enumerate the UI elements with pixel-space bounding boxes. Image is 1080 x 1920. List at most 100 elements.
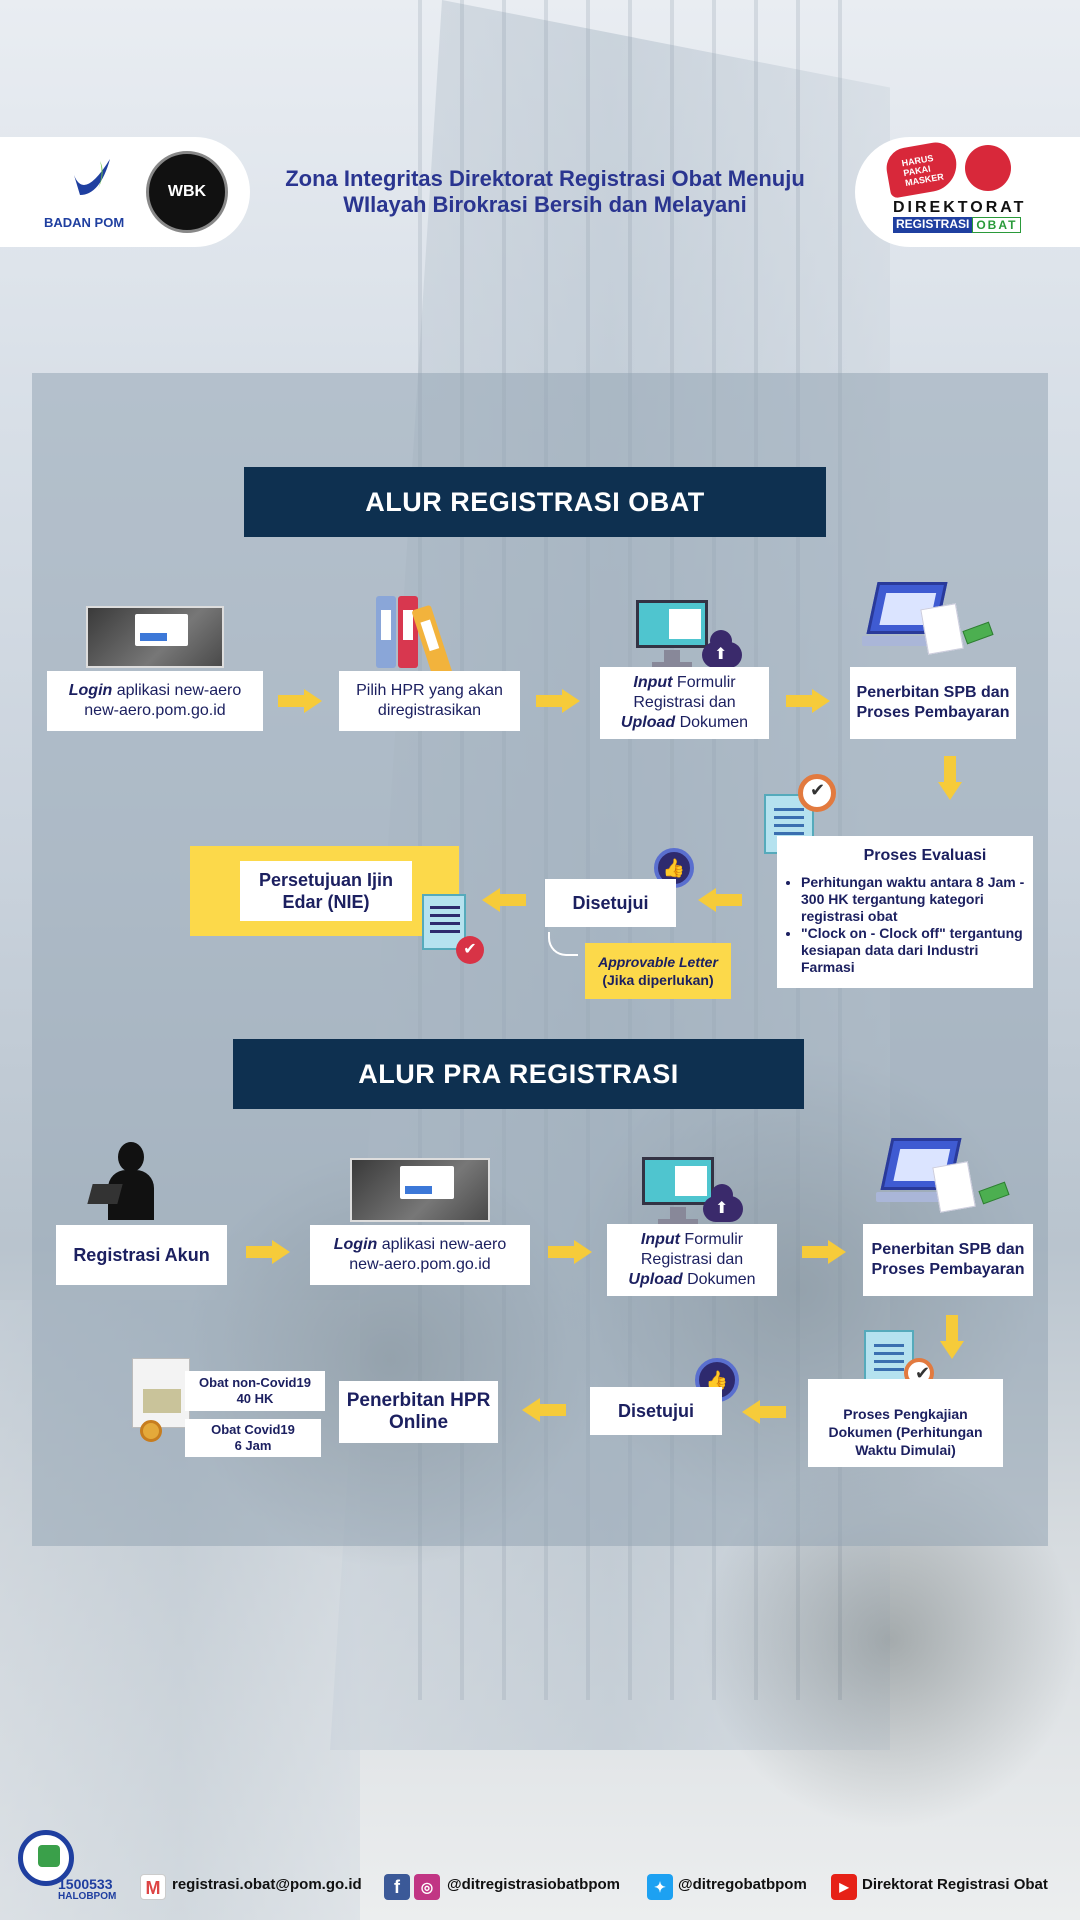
s2-review-box: Proses Pengkajian Dokumen (Perhitungan W… [808,1379,1003,1467]
covid-label: Obat Covid19 [211,1422,295,1437]
footer-twitter[interactable]: @ditregobatbpom [678,1876,807,1893]
cloud-upload-icon [703,1184,743,1222]
s1-step2-pilih-hpr: Pilih HPR yang akan diregistrasikan [339,671,520,731]
s1-approvable-letter: Approvable Letter (Jika diperlukan) [585,943,731,999]
arrow-right [536,689,582,713]
s2-result-hpr: Penerbitan HPR Online [339,1381,498,1443]
s1-result-nie: Persetujuan Ijin Edar (NIE) [240,861,412,921]
arrow-left [480,888,526,912]
arrow-down [940,1315,964,1361]
s2-step3-input: Input Formulir Registrasi dan Upload Dok… [607,1224,777,1296]
s2-step3-rest2: Dokumen [682,1271,756,1288]
badan-pom-logo [70,155,114,205]
header-right-logos: HARUS PAKAI MASKER DIREKTORAT REGISTRASI… [855,137,1080,247]
medal-icon [140,1420,162,1442]
eval-item: "Clock on - Clock off" tergantung kesiap… [801,925,1027,976]
arrow-right [786,689,832,713]
footer-email[interactable]: registrasi.obat@pom.go.id [172,1876,362,1893]
s1-step1-url: new-aero.pom.go.id [84,702,226,719]
s1-step3-line2: Registrasi dan [633,694,736,711]
s2-step3-italic2: Upload [628,1271,683,1288]
eval-title: Proses Evaluasi [863,847,987,864]
instagram-icon[interactable]: ◎ [414,1874,440,1900]
arrow-right [278,689,324,713]
footer-social[interactable]: @ditregistrasiobatbpom [447,1876,620,1893]
s1-step3-italic1: Input [633,674,673,691]
arrow-left [740,1400,786,1424]
s1-step3-rest2: Dokumen [675,714,749,731]
monitor-upload-icon [636,600,716,670]
wbk-badge: WBK [146,151,228,233]
s2-step3-rest1: Formulir [679,1231,744,1248]
registrasi-obat-label: REGISTRASI OBAT [893,217,1022,233]
arrow-right [548,1240,594,1264]
page-title: Zona Integritas Direktorat Registrasi Ob… [265,166,825,218]
s1-step1-rest: aplikasi new-aero [112,682,242,699]
eval-item: Perhitungan waktu antara 8 Jam - 300 HK … [801,874,1027,925]
direktorat-label: DIREKTORAT [893,199,1027,216]
s1-approved: Disetujui [545,879,676,927]
binder-red [398,596,418,668]
approvable-italic: Approvable Letter [598,954,718,970]
noncovid-time: 40 HK [236,1391,274,1406]
youtube-icon[interactable]: ▶ [831,1874,857,1900]
section1-title: ALUR REGISTRASI OBAT [244,467,826,537]
mask-campaign-logo: HARUS PAKAI MASKER [883,139,961,199]
certificate-icon [132,1358,190,1428]
s1-step1-italic: Login [68,682,113,699]
s2-step2-rest: aplikasi new-aero [377,1236,507,1253]
registrasi-label: REGISTRASI [893,217,973,233]
eval-list: Perhitungan waktu antara 8 Jam - 300 HK … [783,874,1027,976]
halobpom-hand-icon [38,1845,60,1867]
obat-label: OBAT [972,217,1022,233]
s1-evaluation-box: Proses Evaluasi Perhitungan waktu antara… [777,836,1033,988]
s1-step4-spb: Penerbitan SPB dan Proses Pembayaran [850,667,1016,739]
screenshot-thumbnail [86,606,224,668]
s2-covid-box: Obat Covid19 6 Jam [185,1419,321,1457]
s1-step3-input: Input Formulir Registrasi dan Upload Dok… [600,667,769,739]
monitor-upload-icon [642,1157,722,1227]
badan-pom-text: BADAN POM [44,215,125,230]
halo-label: HALOBPOM [58,1891,117,1902]
clock-icon [798,774,836,812]
arrow-left [696,888,742,912]
s1-step3-rest1: Formulir [672,674,736,691]
arrow-down [938,756,962,802]
curve-arrow [548,932,578,956]
twitter-icon[interactable]: ✦ [647,1874,673,1900]
receipt-icon [920,603,964,655]
campaign-badge-icon [965,145,1011,191]
arrow-left [520,1398,566,1422]
arrow-right [802,1240,848,1264]
s1-step1-login: Login aplikasi new-aero new-aero.pom.go.… [47,671,263,731]
screenshot-thumbnail [350,1158,490,1222]
facebook-icon[interactable]: f [384,1874,410,1900]
footer-youtube[interactable]: Direktorat Registrasi Obat [862,1876,1048,1893]
s2-step3-italic1: Input [640,1231,680,1248]
title-line-2: WIlayah Birokrasi Bersih dan Melayani [343,192,747,217]
s2-approved: Disetujui [590,1387,722,1435]
cloud-upload-icon [702,630,742,668]
noncovid-label: Obat non-Covid19 [199,1375,311,1390]
red-check-icon: ✔ [456,936,484,964]
s2-step2-login: Login aplikasi new-aero new-aero.pom.go.… [310,1225,530,1285]
binders-icon [376,596,396,668]
s2-step3-line2: Registrasi dan [640,1251,744,1268]
title-line-1: Zona Integritas Direktorat Registrasi Ob… [285,166,805,191]
headset-icon [18,1830,74,1886]
s2-noncovid-box: Obat non-Covid19 40 HK [185,1371,325,1411]
s1-step3-italic2: Upload [620,714,676,731]
person-laptop-icon [87,1142,170,1222]
arrow-right [246,1240,292,1264]
s2-step2-italic: Login [333,1236,378,1253]
receipt-icon [932,1161,976,1213]
s2-step1-register: Registrasi Akun [56,1225,227,1285]
covid-time: 6 Jam [234,1438,272,1453]
s2-step4-spb: Penerbitan SPB dan Proses Pembayaran [863,1224,1033,1296]
approvable-note: (Jika diperlukan) [602,972,714,988]
mail-icon: M [140,1874,166,1900]
header-left-logos: BADAN POM WBK [0,137,250,247]
laptop-payment-icon [876,1138,976,1208]
s2-step2-url: new-aero.pom.go.id [349,1256,491,1273]
laptop-payment-icon [862,582,962,652]
